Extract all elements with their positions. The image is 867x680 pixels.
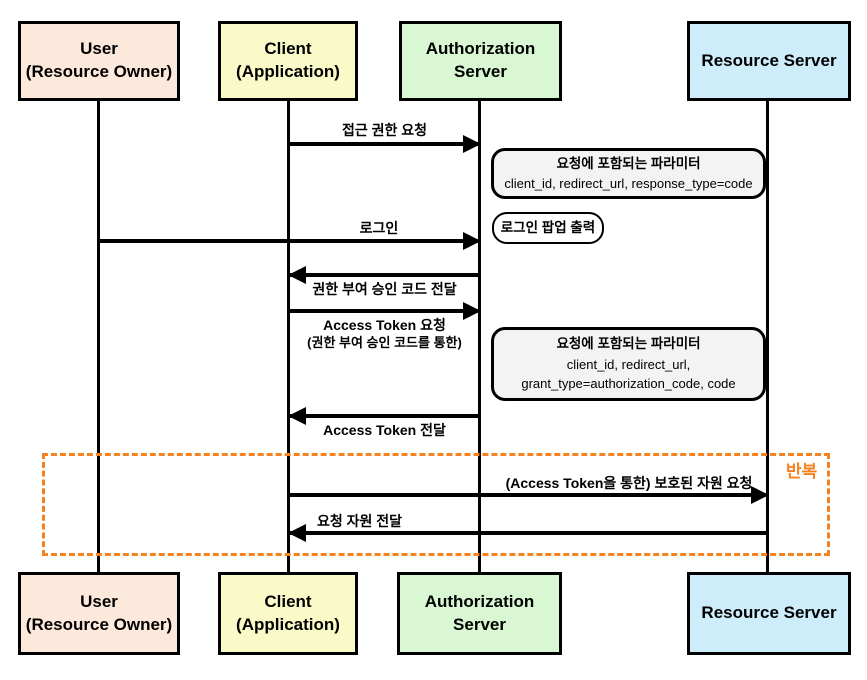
note-title: 로그인 팝업 출력 xyxy=(500,219,596,235)
actor-label: User xyxy=(80,591,118,611)
loop-label: 반복 xyxy=(786,462,818,481)
actor-resource-server-bottom: Resource Server xyxy=(687,572,851,655)
actor-label: User xyxy=(80,39,118,59)
note-title: 요청에 포함되는 파라미터 xyxy=(556,155,701,171)
note-request-parameters-1: 요청에 포함되는 파라미터 client_id, redirect_url, r… xyxy=(491,148,766,199)
arrow-access-token-delivery xyxy=(288,407,480,425)
actor-client-top: Client (Application) xyxy=(218,21,358,101)
actor-label: Authorization Server xyxy=(425,39,536,81)
arrowhead-right-icon xyxy=(463,302,481,320)
actor-label: Client xyxy=(264,591,312,611)
label-access-token-request: Access Token 요청 (권한 부여 승인 코드를 통한) xyxy=(289,317,480,351)
note-request-parameters-2: 요청에 포함되는 파라미터 client_id, redirect_url, g… xyxy=(491,327,766,401)
note-line: grant_type=authorization_code, code xyxy=(521,376,736,392)
label-protected-resource-request: (Access Token을 통한) 보호된 자원 요청 xyxy=(505,475,753,491)
actor-label: Resource Server xyxy=(701,50,837,70)
lifeline-client xyxy=(287,101,290,573)
arrowhead-right-icon xyxy=(463,135,481,153)
label-access-token-delivery: Access Token 전달 xyxy=(323,422,446,438)
note-line: client_id, redirect_url, xyxy=(566,356,691,372)
arrowhead-right-icon xyxy=(463,232,481,250)
note-line: client_id, redirect_url, response_type=c… xyxy=(504,175,753,191)
arrow-access-token-request xyxy=(289,302,481,320)
arrowhead-left-icon xyxy=(288,266,306,284)
actor-label: (Resource Owner) xyxy=(25,62,173,81)
actor-resource-server-top: Resource Server xyxy=(687,21,851,101)
actor-user-top: User (Resource Owner) xyxy=(18,21,180,101)
actor-authorization-server-bottom: Authorization Server xyxy=(397,572,562,655)
actor-label: (Application) xyxy=(236,614,340,634)
actor-label: Client xyxy=(264,39,312,59)
actor-label: (Application) xyxy=(236,62,340,81)
arrowhead-left-icon xyxy=(288,407,306,425)
label-requested-resource-delivery: 요청 자원 전달 xyxy=(317,513,403,529)
actor-label: Authorization Server xyxy=(424,591,535,634)
arrow-requested-resource-delivery xyxy=(288,524,768,542)
arrow-access-permission-request xyxy=(289,135,481,153)
actor-client-bottom: Client (Application) xyxy=(218,572,358,655)
actor-user-bottom: User (Resource Owner) xyxy=(18,572,180,655)
lifeline-authorization-server xyxy=(478,101,481,573)
arrowhead-left-icon xyxy=(288,524,306,542)
loop-box xyxy=(42,453,830,556)
arrow-authorization-code-delivery xyxy=(288,266,480,284)
arrow-protected-resource-request xyxy=(289,486,769,504)
note-title: 요청에 포함되는 파라미터 xyxy=(556,336,701,352)
lifeline-user xyxy=(97,101,100,573)
lifeline-resource-server xyxy=(766,101,769,573)
arrowhead-right-icon xyxy=(751,486,769,504)
label-main: Access Token 요청 xyxy=(323,317,446,333)
actor-label: (Resource Owner) xyxy=(25,614,173,634)
label-login: 로그인 xyxy=(359,220,399,236)
label-access-permission-request: 접근 권한 요청 xyxy=(341,122,428,138)
actor-authorization-server-top: Authorization Server xyxy=(399,21,562,101)
note-login-popup: 로그인 팝업 출력 xyxy=(492,212,604,244)
label-authorization-code-delivery: 권한 부여 승인 코드 전달 xyxy=(312,281,457,297)
actor-label: Resource Server xyxy=(701,603,837,623)
arrow-login xyxy=(99,232,481,250)
label-sub: (권한 부여 승인 코드를 통한) xyxy=(307,334,462,350)
